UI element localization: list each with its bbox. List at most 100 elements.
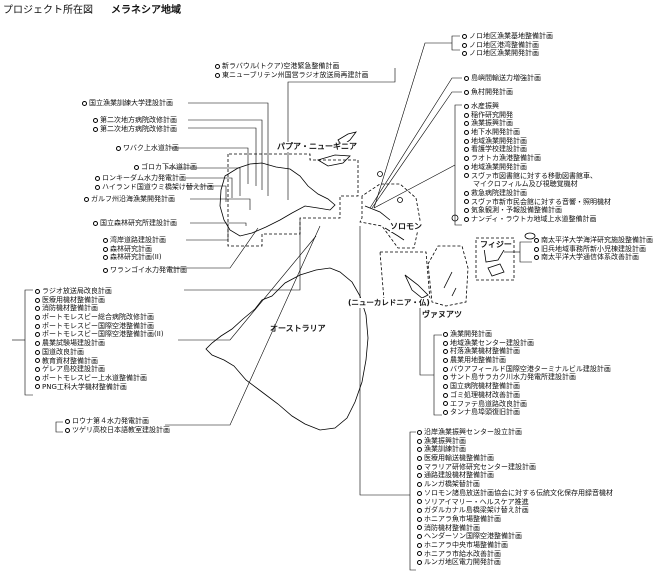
project-item: 南太平洋大学海洋研究施設整備計画 — [534, 236, 653, 245]
project-marker-icon — [417, 464, 422, 470]
project-marker-icon — [417, 455, 422, 461]
project-item: ラオトカ漁港整備計画 — [464, 154, 611, 163]
project-marker-icon — [417, 429, 422, 435]
project-marker-icon — [464, 199, 469, 205]
project-item: ソロモン諸島放送計画協会に対する伝統文化保存用録音機材 — [417, 489, 613, 498]
project-marker-icon — [35, 349, 40, 355]
project-item: 漁業振興計画 — [464, 119, 611, 128]
project-marker-icon — [35, 323, 40, 329]
project-item: ホニアラ中央市場整備計画 — [417, 541, 613, 550]
project-marker-icon — [464, 89, 469, 95]
project-group-rouna: ロウナ第４水力発電計画 ツゲリ高校日本語教室建設計画 — [65, 417, 170, 434]
project-group-noro: ノロ地区漁業基地整備計画 ノロ地区港湾整備計画 ノロ地区漁業開発計画 — [462, 32, 553, 58]
project-marker-icon — [417, 438, 422, 444]
project-item: スヴァ市図書館に対する移動図書館車、 — [464, 172, 611, 181]
project-marker-icon — [35, 367, 40, 373]
project-item: 魚村開発計画 — [464, 88, 513, 97]
project-item: ポートモレスビー国際空港整備計画 — [35, 322, 164, 331]
project-group-gulf: ガルフ州沿海漁業開発計画 — [84, 195, 175, 204]
project-group-port-moresby: ラジオ放送局改良計画 医療用機材整備計画 消防機材整備計画 ポートモレスビー総合… — [35, 287, 164, 391]
project-marker-icon — [103, 267, 108, 273]
project-item: ヘンダーソン国際空港整備計画 — [417, 532, 613, 541]
project-group-forest-institute: 国立森林研究所建設計画 — [93, 219, 177, 228]
country-label-fiji: フィジー — [480, 240, 512, 250]
project-item: ポートモレスビー上水道整備計画 — [35, 374, 164, 383]
project-marker-icon — [462, 42, 467, 48]
project-item: 第二次地方病院改修計画 — [93, 116, 177, 125]
project-item: スヴァ市新市民会館に対する音響・照明機材 — [464, 198, 611, 207]
project-marker-icon — [93, 126, 98, 132]
project-marker-icon — [417, 516, 422, 522]
project-item: ノロ地区漁業開発計画 — [462, 49, 553, 58]
project-marker-icon — [35, 384, 40, 390]
project-marker-icon — [462, 51, 467, 57]
vanuatu-islands — [443, 271, 457, 297]
project-item: ゴロカ下水道計画 — [134, 163, 197, 172]
project-item: 漁業開発計画 — [443, 330, 611, 339]
project-item: ルンガ地区電力開発計画 — [417, 558, 613, 567]
project-marker-icon — [462, 33, 467, 39]
project-marker-icon — [534, 246, 539, 252]
project-item: 森林研究計画(II) — [103, 253, 166, 262]
project-group-forest-research: 湾岸道路建設計画 森林研究計画 森林研究計画(II) — [103, 236, 166, 262]
project-item: ポートモレスビー総合病院改修計画 — [35, 313, 164, 322]
project-item: 村落漁業機材整備計画 — [443, 347, 611, 356]
region-title: メラネシア地域 — [111, 5, 181, 16]
project-marker-icon — [464, 164, 469, 170]
project-marker-icon — [464, 190, 469, 196]
solomon-border — [359, 183, 421, 249]
project-item: 国立森林研究所建設計画 — [93, 219, 177, 228]
project-group-usp: 南太平洋大学海洋研究施設整備計画 旧兵地域事務所新小児棟建設計画 南太平洋大学通… — [534, 236, 653, 262]
project-item: ロウナ第４水力発電計画 — [65, 417, 170, 426]
project-item: エファテ島道路改良計画 — [443, 400, 611, 409]
project-item: 地域漁業センター建設計画 — [443, 339, 611, 348]
project-marker-icon — [464, 155, 469, 161]
project-item: 医療用機材整備計画 — [35, 296, 164, 305]
project-item: 通路建設機材整備計画 — [417, 471, 613, 480]
project-marker-icon — [443, 375, 448, 381]
project-item: ルンガ橋架替計画 — [417, 480, 613, 489]
project-item: ホニアラ魚市場整備計画 — [417, 515, 613, 524]
project-group-goroka: ゴロカ下水道計画 — [134, 163, 197, 172]
project-item: 地域漁業開発計画 — [464, 163, 611, 172]
australia-landmass — [205, 267, 369, 431]
project-marker-icon — [417, 481, 422, 487]
project-item: ホニアラ市給水改善計画 — [417, 550, 613, 559]
project-item: 漁業訓練計画 — [417, 445, 613, 454]
newcal-border — [379, 251, 431, 301]
project-marker-icon — [443, 383, 448, 389]
project-marker-icon — [35, 288, 40, 294]
project-marker-icon — [464, 208, 469, 214]
project-marker-icon — [443, 340, 448, 346]
project-item: 水産振興 — [464, 102, 611, 111]
project-item: ハイランド国道ウミ橋架け替え計画 — [95, 183, 214, 192]
project-item-continued: マイクロフィルム及び視聴覚機材 — [473, 180, 578, 189]
project-marker-icon — [417, 490, 422, 496]
country-label-papua: パプア・ニューギニア — [277, 142, 357, 152]
project-marker-icon — [464, 121, 469, 127]
project-group-wabag: ワバク上水道計画 — [116, 144, 179, 153]
project-item: 救急病院建設計画 — [464, 189, 611, 198]
project-item: ガルフ州沿海漁業開発計画 — [84, 195, 175, 204]
project-group-highland: ロンキーダム水力発電計画 ハイランド国道ウミ橋架け替え計画 — [95, 174, 214, 191]
project-item: ソリアイマリー・ヘルスケア推進 — [417, 498, 613, 507]
project-item: 教育資材整備計画 — [35, 357, 164, 366]
project-marker-icon — [464, 147, 469, 153]
project-item: ラジオ放送局改良計画 — [35, 287, 164, 296]
project-item: ワバク上水道計画 — [116, 144, 179, 153]
project-item: ガダルカナル島橋梁架け替え計画 — [417, 506, 613, 515]
project-item: ノロ地区港湾整備計画 — [462, 41, 553, 50]
project-marker-icon — [464, 138, 469, 144]
project-marker-icon — [35, 340, 40, 346]
project-marker-icon — [417, 508, 422, 514]
project-item: ゲレア島校建設計画 — [35, 365, 164, 374]
project-marker-icon — [417, 534, 422, 540]
vanuatu-border — [427, 245, 469, 307]
project-marker-icon — [443, 410, 448, 416]
project-item: 看護学校建設計画 — [464, 145, 611, 154]
project-marker-icon — [103, 246, 108, 252]
project-item: 消防機材整備計画 — [35, 304, 164, 313]
project-group-fiji: 水産振興 稲作研究開発 漁業振興計画 地下水開発計画 地域漁業開発計画 看護学校… — [464, 102, 611, 224]
project-item: 国道改良計画 — [35, 348, 164, 357]
project-marker-icon — [116, 145, 121, 151]
